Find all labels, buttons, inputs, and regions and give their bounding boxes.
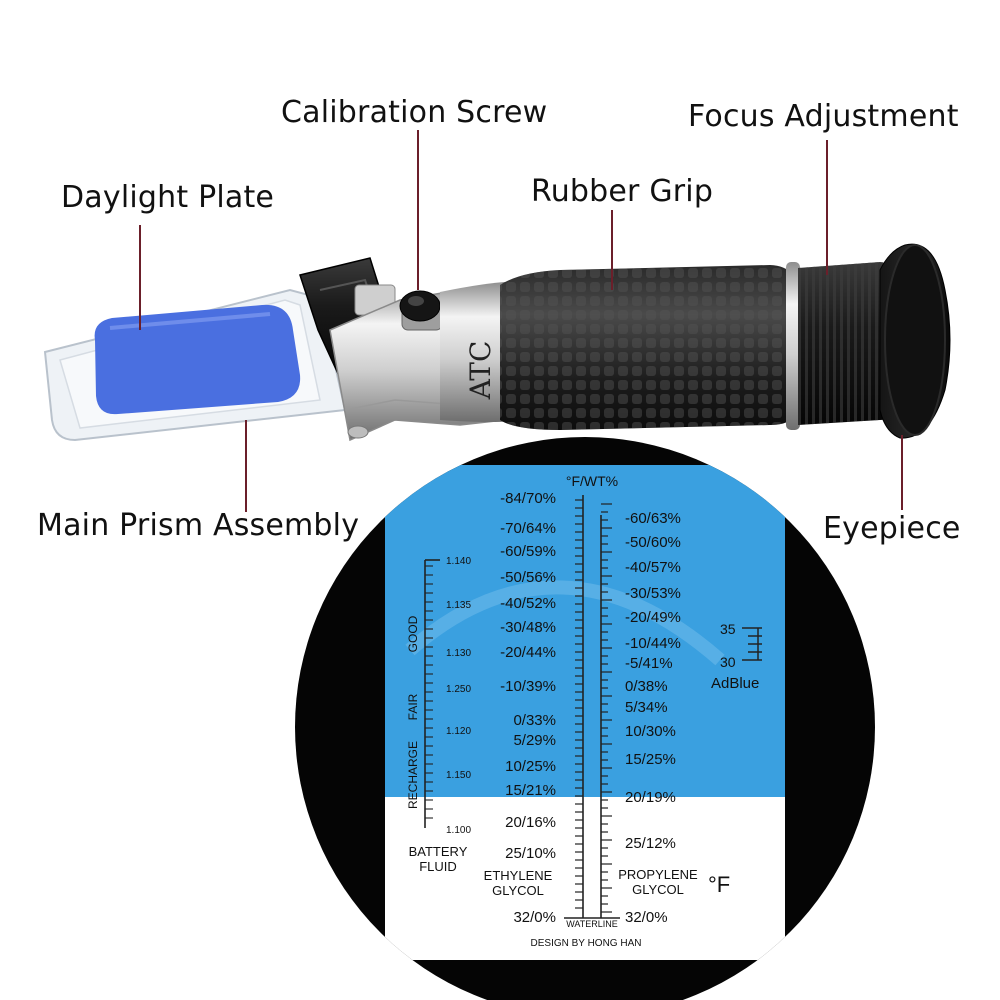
battery-zone-recharge: RECHARGE xyxy=(406,741,420,809)
ethylene-title-line1: ETHYLENE xyxy=(484,868,553,883)
propylene-title-line1: PROPYLENE xyxy=(618,867,698,882)
callout-calibration-screw: Calibration Screw xyxy=(281,95,548,130)
scale-labels: °F/WT% -84/70% -70/64% -60/59% -50/56% -… xyxy=(406,473,759,949)
ethylene-label: 5/29% xyxy=(513,732,556,749)
battery-label: 1.140 xyxy=(446,556,471,567)
ethylene-label: -40/52% xyxy=(500,595,556,612)
propylene-label: -10/44% xyxy=(625,635,681,652)
waterline-label: WATERLINE xyxy=(566,919,618,929)
propylene-label: -50/60% xyxy=(625,534,681,551)
battery-ticks xyxy=(425,565,433,819)
rubber-grip xyxy=(500,265,800,430)
ethylene-label: -50/56% xyxy=(500,569,556,586)
ethylene-label: -20/44% xyxy=(500,644,556,661)
eyepiece-cup xyxy=(879,243,951,439)
calibration-screw xyxy=(399,290,443,331)
scale-blue-field xyxy=(385,465,785,797)
propylene-label: 15/25% xyxy=(625,751,676,768)
central-ticks xyxy=(575,499,612,913)
battery-label: 1.135 xyxy=(446,600,471,611)
adblue-scale xyxy=(742,627,762,661)
propylene-label: -5/41% xyxy=(625,655,673,672)
scale-header: °F/WT% xyxy=(566,473,618,489)
callout-eyepiece: Eyepiece xyxy=(823,511,961,546)
battery-label: 1.100 xyxy=(446,825,471,836)
battery-label: 1.120 xyxy=(446,726,471,737)
ethylene-label: -30/48% xyxy=(500,619,556,636)
focus-ring-separator xyxy=(786,262,800,430)
ethylene-label: 15/21% xyxy=(505,782,556,799)
daylight-plate xyxy=(43,288,347,442)
callout-main-prism-assembly: Main Prism Assembly xyxy=(37,508,360,543)
design-credit: DESIGN BY HONG HAN xyxy=(531,938,642,949)
propylene-label: -40/57% xyxy=(625,559,681,576)
callout-focus-adjustment: Focus Adjustment xyxy=(688,99,959,134)
propylene-label: -60/63% xyxy=(625,510,681,527)
battery-zone-fair: FAIR xyxy=(406,693,420,720)
propylene-title-line2: GLYCOL xyxy=(632,882,684,897)
battery-title-line2: FLUID xyxy=(419,859,457,874)
leader-lines xyxy=(139,130,903,512)
battery-label: 1.250 xyxy=(446,684,471,695)
ethylene-label: 32/0% xyxy=(513,909,556,926)
propylene-label: 0/38% xyxy=(625,678,668,695)
propylene-label: 10/30% xyxy=(625,723,676,740)
atc-marking: ATC xyxy=(464,341,497,401)
ethylene-label: -70/64% xyxy=(500,520,556,537)
adblue-title: AdBlue xyxy=(711,675,759,692)
callout-rubber-grip: Rubber Grip xyxy=(531,174,714,209)
callout-daylight-plate: Daylight Plate xyxy=(61,180,275,215)
battery-zone-good: GOOD xyxy=(406,615,420,652)
adblue-label-30: 30 xyxy=(720,654,736,670)
battery-title-line1: BATTERY xyxy=(409,844,468,859)
ethylene-title-line2: GLYCOL xyxy=(492,883,544,898)
refractometer: ATC xyxy=(43,243,951,442)
propylene-label: 5/34% xyxy=(625,699,668,716)
ethylene-label: -84/70% xyxy=(500,490,556,507)
battery-label: 1.150 xyxy=(446,770,471,781)
scale-white-field xyxy=(385,797,785,960)
ethylene-label: 10/25% xyxy=(505,758,556,775)
propylene-label: -30/53% xyxy=(625,585,681,602)
propylene-label: 25/12% xyxy=(625,835,676,852)
ethylene-label: 20/16% xyxy=(505,814,556,831)
propylene-label: -20/49% xyxy=(625,609,681,626)
daylight-plate-blue-panel xyxy=(94,304,301,415)
battery-scale xyxy=(424,559,440,828)
ethylene-label: 0/33% xyxy=(513,712,556,729)
propylene-label: 20/19% xyxy=(625,789,676,806)
focus-adjustment-ring xyxy=(798,262,890,425)
ethylene-label: 25/10% xyxy=(505,845,556,862)
scale-view: °F/WT% -84/70% -70/64% -60/59% -50/56% -… xyxy=(295,437,875,1000)
propylene-label: 32/0% xyxy=(625,909,668,926)
ethylene-label: -60/59% xyxy=(500,543,556,560)
ethylene-label: -10/39% xyxy=(500,678,556,695)
battery-label: 1.130 xyxy=(446,648,471,659)
central-scale xyxy=(564,495,620,919)
unit-fahrenheit: °F xyxy=(708,872,730,897)
adblue-label-35: 35 xyxy=(720,621,736,637)
